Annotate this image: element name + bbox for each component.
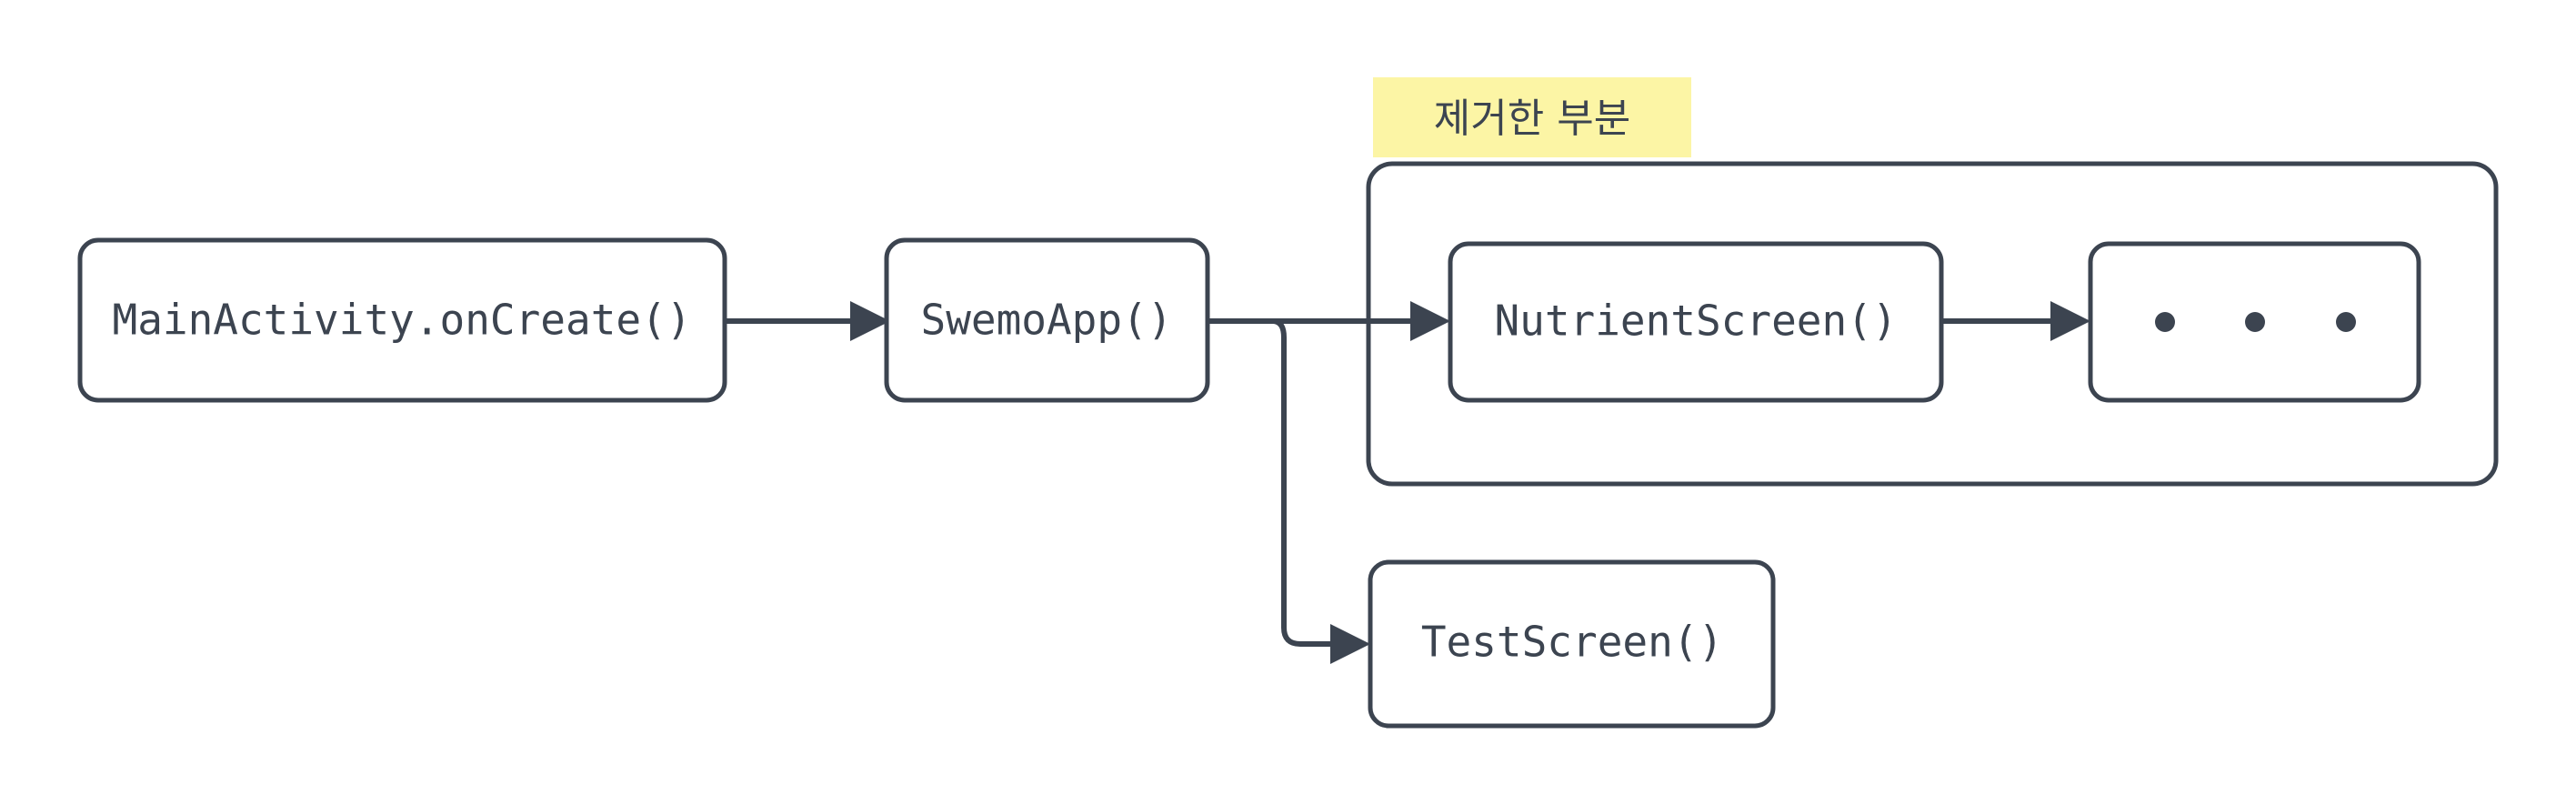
node-swemo-app-box[interactable] bbox=[884, 237, 1210, 403]
node-test-screen-label: TestScreen() bbox=[1421, 618, 1723, 667]
node-nutrient-screen-box[interactable] bbox=[1448, 241, 1944, 403]
removed-section-tag-background bbox=[1373, 77, 1691, 157]
node-test-screen-box[interactable] bbox=[1368, 559, 1776, 729]
removed-section-group: 제거한 부분 bbox=[1366, 77, 2499, 487]
ellipsis-dot-1 bbox=[2155, 312, 2175, 332]
node-main-activity-box[interactable] bbox=[77, 237, 727, 403]
arrow-head-ellipsis bbox=[2050, 301, 2090, 341]
node-swemo-app-label: SwemoApp() bbox=[921, 296, 1173, 345]
edge-line-swemoapp-testscreen bbox=[1272, 318, 1330, 647]
arrow-head-swemoapp bbox=[850, 301, 890, 341]
node-nutrient-screen-label: NutrientScreen() bbox=[1494, 297, 1897, 346]
ellipsis-dot-3 bbox=[2336, 312, 2356, 332]
removed-section-tag-label: 제거한 부분 bbox=[1434, 96, 1630, 142]
edge-swemoapp-to-nutrientscreen bbox=[1208, 301, 1450, 341]
edge-mainactivity-to-swemoapp bbox=[725, 301, 890, 341]
edge-nutrientscreen-to-ellipsis bbox=[1941, 301, 2090, 341]
arrow-head-testscreen bbox=[1330, 624, 1370, 664]
node-ellipsis[interactable] bbox=[2088, 241, 2421, 403]
arrow-head-nutrientscreen bbox=[1410, 301, 1450, 341]
ellipsis-dot-2 bbox=[2245, 312, 2265, 332]
node-main-activity-label: MainActivity.onCreate() bbox=[113, 296, 692, 345]
node-swemo-app[interactable]: SwemoApp() bbox=[884, 237, 1210, 403]
edge-swemoapp-to-testscreen bbox=[1272, 318, 1370, 664]
node-nutrient-screen[interactable]: NutrientScreen() bbox=[1448, 241, 1944, 403]
node-main-activity[interactable]: MainActivity.onCreate() bbox=[77, 237, 727, 403]
node-test-screen[interactable]: TestScreen() bbox=[1368, 559, 1776, 729]
